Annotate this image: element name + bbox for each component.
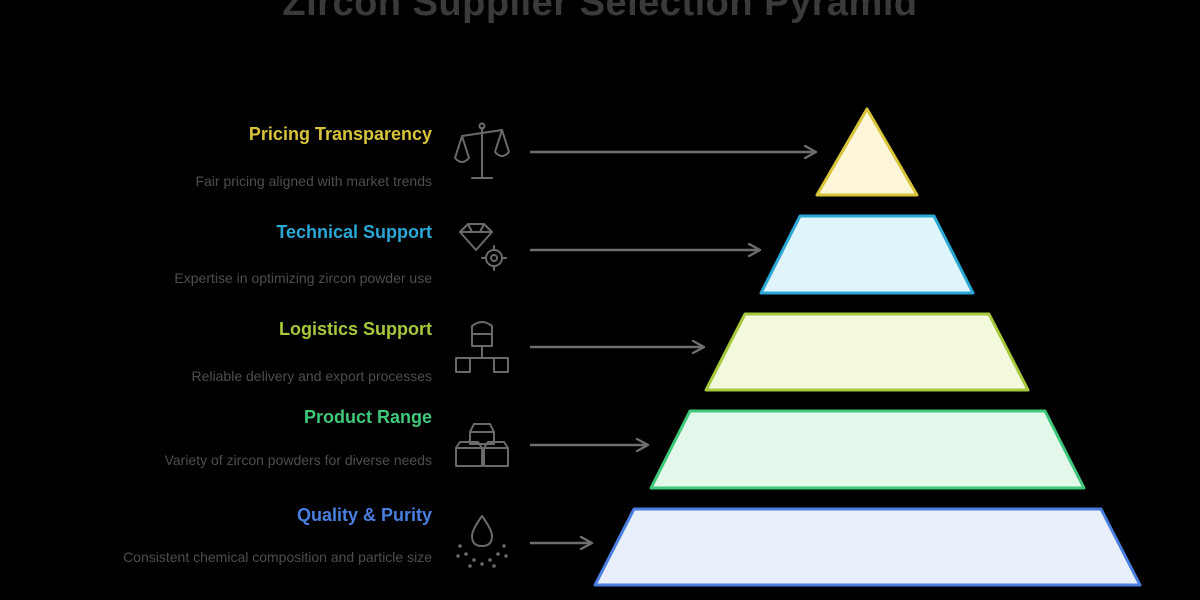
level-desc-technical-support: Expertise in optimizing zircon powder us… <box>174 270 432 286</box>
warehouse-network-icon <box>455 321 509 373</box>
page-title: Zircon Supplier Selection Pyramid <box>282 0 918 24</box>
level-desc-logistics-support: Reliable delivery and export processes <box>191 368 432 384</box>
pyramid-tier-technical-support <box>759 214 975 295</box>
level-title-pricing-transparency: Pricing Transparency <box>248 124 432 144</box>
level-desc-product-range: Variety of zircon powders for diverse ne… <box>164 452 432 468</box>
pyramid-tier-quality-purity <box>593 507 1142 587</box>
pyramid-tier-logistics-support <box>704 312 1030 392</box>
level-title-product-range: Product Range <box>303 407 432 427</box>
pyramid-tier-pricing-transparency <box>815 107 919 197</box>
stacked-boxes-icon <box>455 423 509 467</box>
gem-gear-icon <box>459 223 507 271</box>
level-title-technical-support: Technical Support <box>276 222 432 242</box>
level-desc-pricing-transparency: Fair pricing aligned with market trends <box>195 173 432 189</box>
droplet-particles-icon <box>456 515 508 568</box>
balance-scale-icon <box>454 122 510 179</box>
level-desc-quality-purity: Consistent chemical composition and part… <box>123 549 432 565</box>
level-title-logistics-support: Logistics Support <box>279 319 432 339</box>
level-title-quality-purity: Quality & Purity <box>296 505 432 525</box>
pyramid-tier-product-range <box>649 409 1086 490</box>
